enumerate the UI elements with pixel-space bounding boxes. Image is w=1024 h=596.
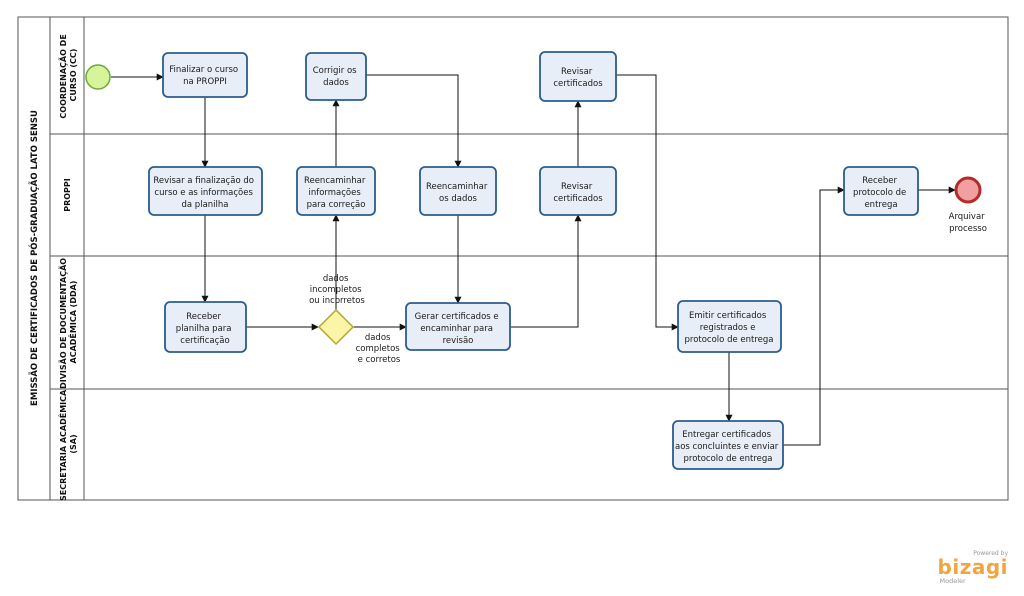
task-emitir-certificados[interactable]: Emitir certificados registrados e protoc… [677, 300, 782, 353]
flow-corrigir-to-reencaminhar-dados [366, 74, 462, 168]
svg-text:Revisar certificados: Revisar certificados [553, 67, 603, 89]
task-revisar-certificados-cc[interactable]: Revisar certificados [539, 51, 617, 102]
flow-gerar-to-revisar-proppi [510, 214, 582, 328]
flow-revisar-cc-to-emitir [616, 74, 679, 331]
brand-powered-text: Powered by [973, 550, 1008, 557]
task-receber-planilha[interactable]: Receber planilha para certificação [164, 301, 247, 353]
svg-text:Corrigir os dados: Corrigir os dados [313, 66, 360, 88]
pool-title: EMISSÃO DE CERTIFICADOS DE PÓS-GRADUAÇÃO… [28, 110, 40, 406]
lane-label-proppi: PROPPI [63, 178, 72, 212]
task-reencaminhar-informacoes[interactable]: Reencaminhar informações para correção [296, 166, 376, 216]
svg-text:Finalizar o curso na PRO: Finalizar o curso na PROPPI [169, 65, 241, 87]
svg-text:Emitir certificados regi: Emitir certificados registrados e protoc… [685, 311, 774, 345]
svg-text:Entregar certificados ao: Entregar certificados aos concluintes e … [675, 430, 781, 464]
svg-text:Revisar certificados: Revisar certificados [553, 182, 603, 204]
task-receber-protocolo[interactable]: Receber protocolo de entrega [843, 166, 919, 216]
svg-text:Gerar certificados e enc: Gerar certificados e encaminhar para rev… [415, 312, 502, 346]
svg-text:Reencaminhar os dados: Reencaminhar os dados [426, 182, 490, 204]
gateway-label-incomplete: dados incompletos ou incorretos [309, 274, 365, 306]
task-corrigir-dados[interactable]: Corrigir os dados [305, 52, 367, 101]
flow-entregar-to-receber-protocolo [783, 186, 845, 446]
task-finalizar-curso[interactable]: Finalizar o curso na PROPPI [162, 52, 248, 98]
task-reencaminhar-dados[interactable]: Reencaminhar os dados [419, 166, 497, 216]
end-event-label: Arquivar processo [949, 212, 988, 234]
gateway-label-complete: dados completos e corretos [356, 333, 403, 365]
lane-label-sa: SECRETARIA ACADÊMICA (SA) [57, 387, 78, 501]
brand-name: bizagi [937, 555, 1008, 579]
svg-text:Receber planilha para: Receber planilha para certificação [176, 312, 234, 346]
task-revisar-finalizacao[interactable]: Revisar a finalização do curso e as info… [148, 166, 263, 216]
lane-label-dda: DIVISÃO DE DOCUMENTAÇÃO ACADÊMICA (DDA) [58, 255, 78, 389]
end-event[interactable] [954, 176, 982, 204]
brand-sub: Modeler [939, 577, 966, 585]
task-gerar-certificados[interactable]: Gerar certificados e encaminhar para rev… [405, 302, 511, 351]
start-event[interactable] [85, 64, 111, 90]
svg-text:Revisar a finalização do: Revisar a finalização do curso e as info… [153, 176, 256, 210]
lane-label-cc: COORDENAÇÃO DE CURSO (CC) [58, 31, 78, 118]
svg-text:Receber protocolo de: Receber protocolo de entrega [853, 176, 909, 210]
exclusive-gateway[interactable] [317, 308, 355, 346]
task-revisar-certificados-proppi[interactable]: Revisar certificados [539, 166, 617, 216]
task-entregar-certificados[interactable]: Entregar certificados aos concluintes e … [672, 420, 784, 470]
sequence-flows [111, 73, 956, 446]
svg-text:Reencaminhar informações: Reencaminhar informações para correção [304, 176, 368, 210]
bizagi-logo: Powered by bizagi Modeler [938, 550, 1008, 585]
